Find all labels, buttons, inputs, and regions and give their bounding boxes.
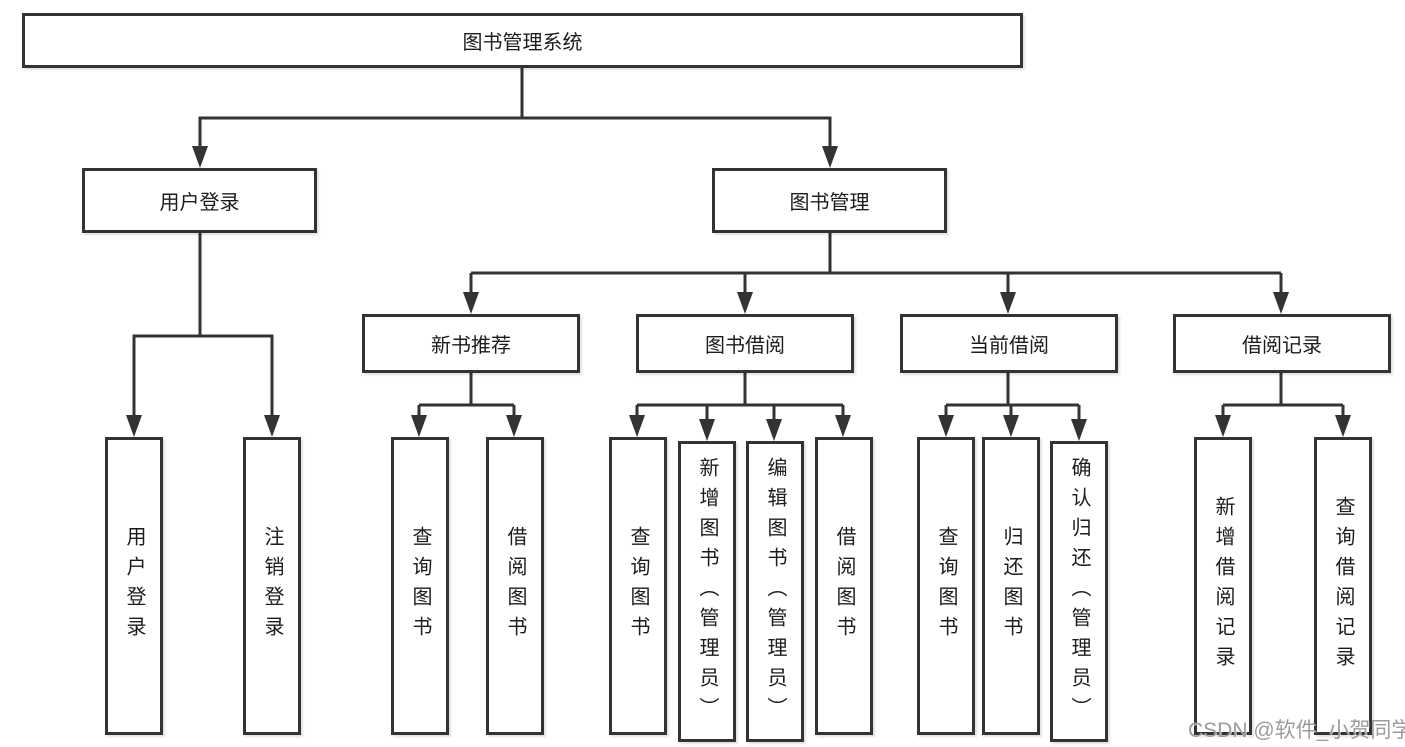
node-add-books-admin-label: 新增图书（管理员） [696,456,718,727]
node-book-borrowing: 图书借阅 [636,314,854,373]
node-logout: 注销登录 [243,437,301,735]
node-query-books-borrowing-label: 查询图书 [627,526,649,646]
node-return-books-label: 归还图书 [1000,526,1022,646]
node-query-books-borrowing: 查询图书 [609,437,667,735]
node-logout-label: 注销登录 [261,526,283,646]
node-borrow-books-borrowing: 借阅图书 [815,437,873,735]
node-query-borrow-record-label: 查询借阅记录 [1332,496,1354,676]
node-book-management: 图书管理 [712,168,947,233]
node-add-books-admin: 新增图书（管理员） [678,441,736,742]
node-user-login-branch-label: 用户登录 [159,192,240,214]
node-book-borrowing-label: 图书借阅 [705,335,785,357]
node-confirm-return-admin: 确认归还（管理员） [1050,441,1108,742]
node-add-borrow-record-label: 新增借阅记录 [1212,496,1234,676]
node-borrowing-records: 借阅记录 [1173,314,1391,373]
node-query-books-recommend: 查询图书 [391,437,449,735]
node-root-label: 图书管理系统 [462,32,583,54]
node-edit-books-admin-label: 编辑图书（管理员） [764,456,786,727]
node-current-borrowing: 当前借阅 [900,314,1118,373]
node-book-management-label: 图书管理 [789,192,870,214]
node-user-login-branch: 用户登录 [82,168,317,233]
node-confirm-return-admin-label: 确认归还（管理员） [1068,456,1090,727]
node-user-login-leaf: 用户登录 [105,437,163,735]
node-borrow-books-borrowing-label: 借阅图书 [833,526,855,646]
node-query-books-current: 查询图书 [917,437,975,735]
node-borrow-books-recommend-label: 借阅图书 [504,526,526,646]
arrowheads [126,146,1351,441]
node-query-borrow-record: 查询借阅记录 [1314,437,1372,735]
node-user-login-leaf-label: 用户登录 [123,526,145,646]
node-edit-books-admin: 编辑图书（管理员） [746,441,804,742]
node-add-borrow-record: 新增借阅记录 [1194,437,1252,735]
node-borrow-books-recommend: 借阅图书 [486,437,544,735]
node-borrowing-records-label: 借阅记录 [1242,335,1322,357]
node-return-books: 归还图书 [982,437,1040,735]
node-query-books-current-label: 查询图书 [935,526,957,646]
node-new-book-recommend: 新书推荐 [362,314,580,373]
csdn-watermark: CSDN @软件_小贺同学 [1188,719,1405,742]
node-new-book-recommend-label: 新书推荐 [431,335,511,357]
node-query-books-recommend-label: 查询图书 [409,526,431,646]
node-root: 图书管理系统 [22,13,1023,68]
node-current-borrowing-label: 当前借阅 [969,335,1049,357]
